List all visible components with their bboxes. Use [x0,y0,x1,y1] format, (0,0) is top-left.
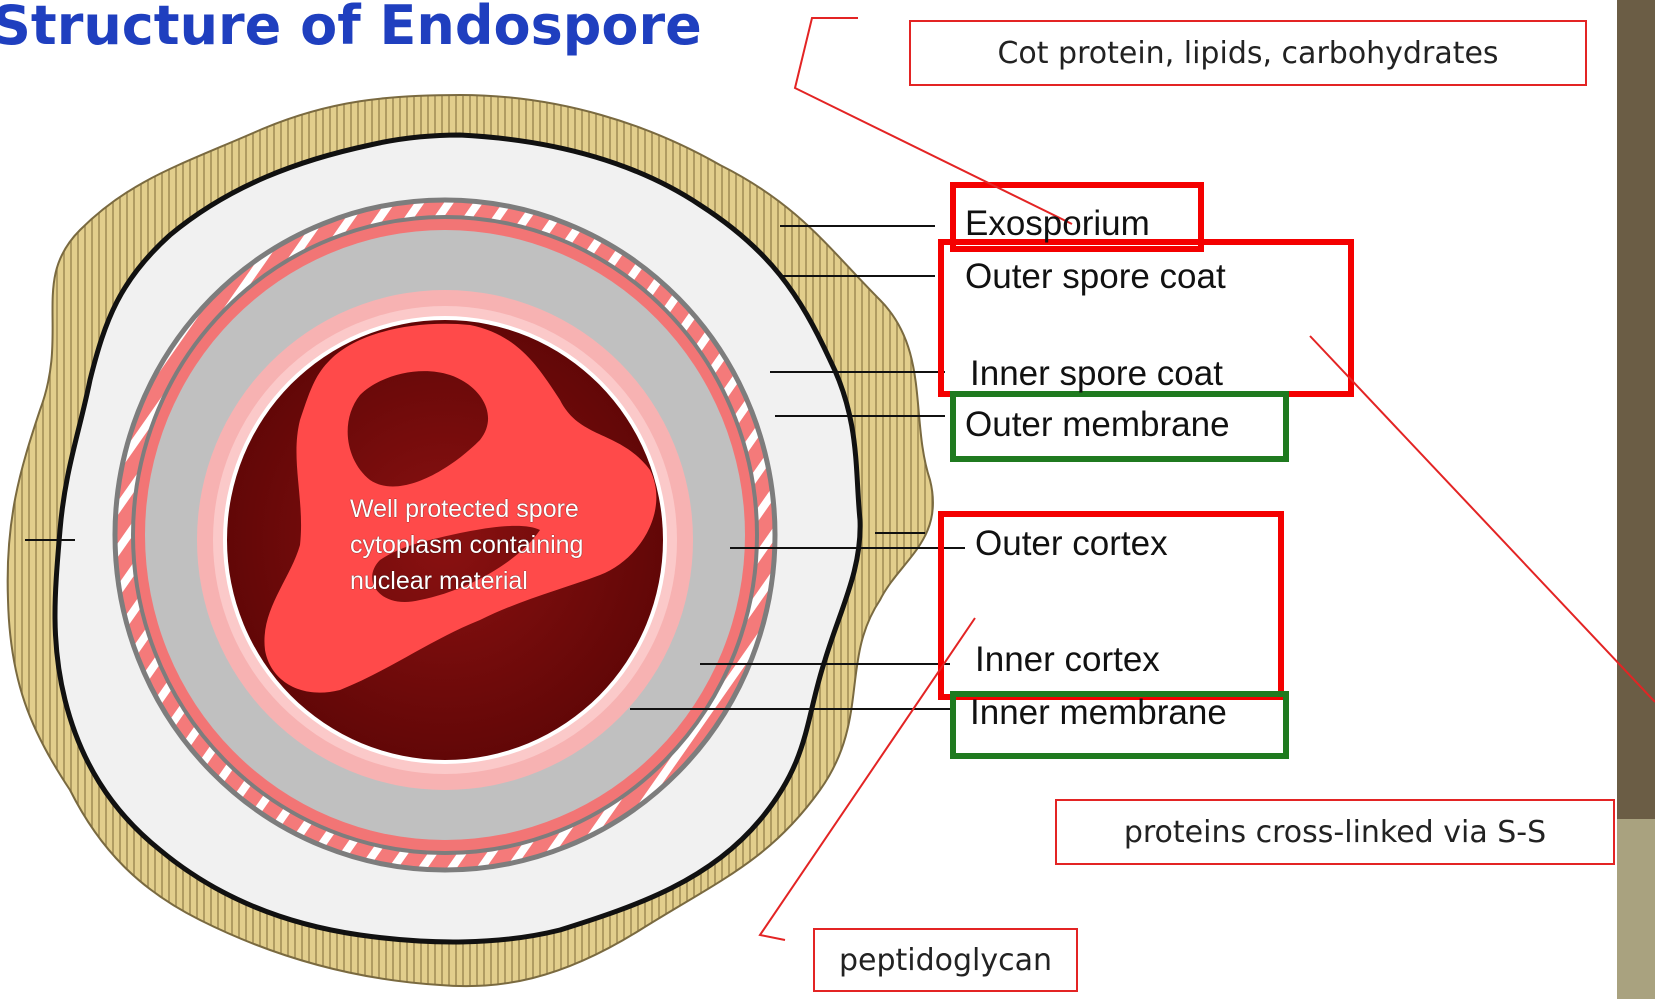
label-inner-spore-coat: Inner spore coat [970,354,1223,394]
core-description-line-3: nuclear material [350,563,583,599]
label-outer-spore-coat: Outer spore coat [965,257,1226,297]
label-inner-cortex: Inner cortex [975,640,1160,680]
page-title: Structure of Endospore [0,0,702,57]
callout-crosslink: proteins cross-linked via S-S [1055,799,1615,865]
core-description: Well protected spore cytoplasm containin… [350,491,583,599]
label-outer-cortex: Outer cortex [975,524,1168,564]
callout-composition: Cot protein, lipids, carbohydrates [909,20,1587,86]
label-outer-membrane: Outer membrane [965,405,1230,445]
label-exosporium: Exosporium [965,204,1150,244]
callout-peptidoglycan: peptidoglycan [813,928,1078,992]
label-inner-membrane: Inner membrane [970,693,1227,733]
core-description-line-1: Well protected spore [350,491,583,527]
core-description-line-2: cytoplasm containing [350,527,583,563]
connector-crosslink [1310,336,1655,702]
